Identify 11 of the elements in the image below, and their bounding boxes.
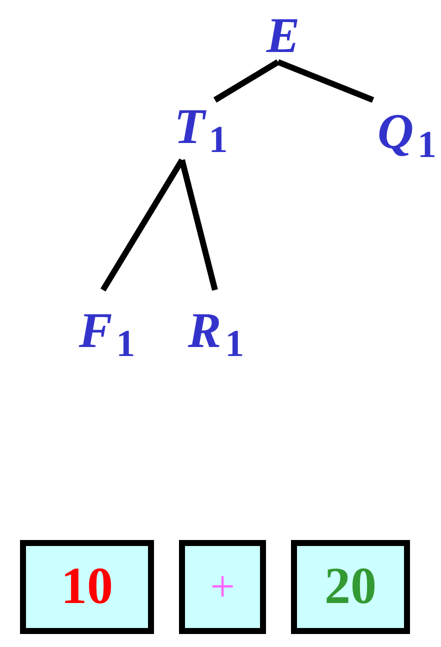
tree-branch — [213, 59, 280, 103]
tree-symbol: T$_{1}$ — [166, 100, 236, 160]
tree-symbol: R$_{1}$ — [180, 290, 252, 378]
value-box: 20 — [291, 540, 410, 634]
operator-box: + — [179, 540, 266, 634]
value-box: 10 — [20, 540, 154, 634]
tree-symbol: E — [258, 8, 308, 62]
tree-branch — [276, 59, 374, 103]
tree-symbol: Q$_{1}$ — [373, 100, 441, 170]
tree-symbol: F$_{1}$ — [72, 290, 142, 378]
tree-branch — [179, 159, 218, 291]
